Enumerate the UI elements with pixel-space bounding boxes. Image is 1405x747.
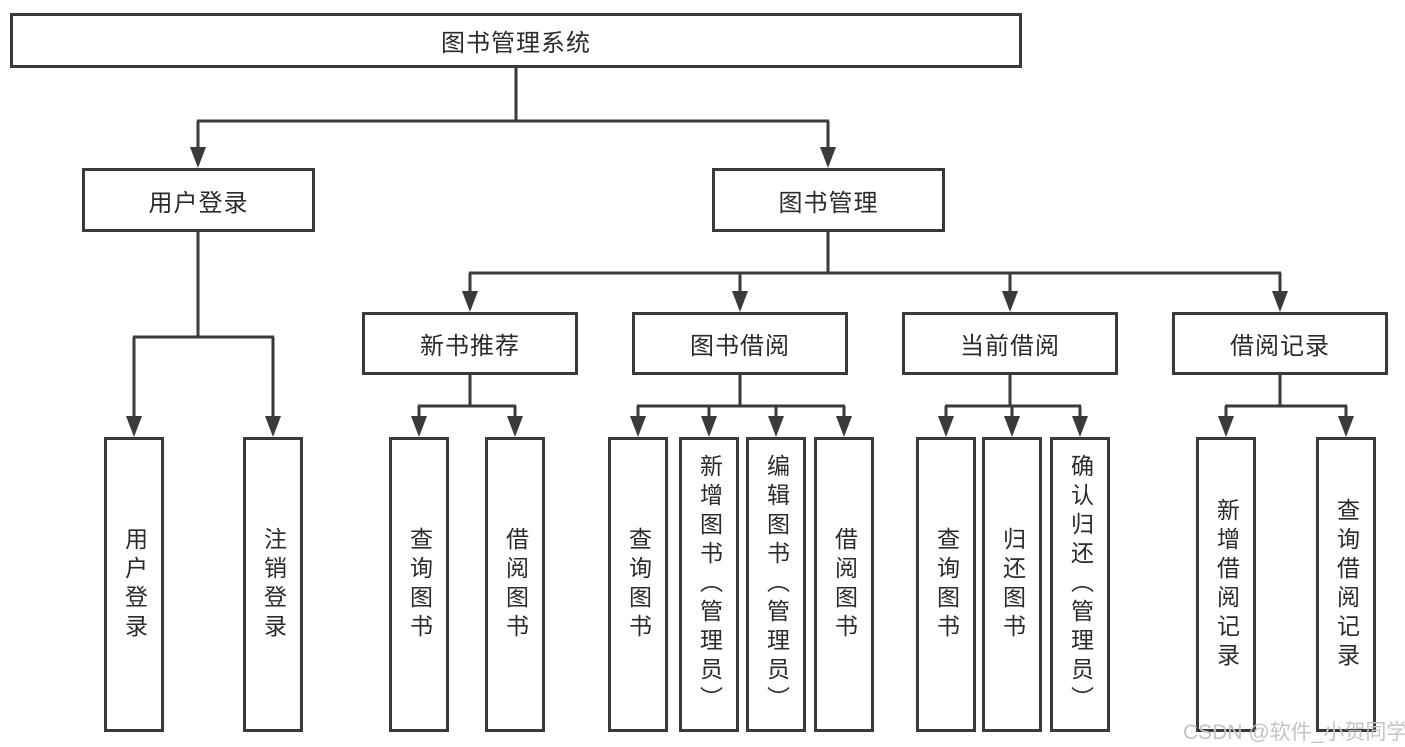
node-label: 注销登录 — [260, 526, 287, 643]
node-borrowing-records: 借阅记录 — [1172, 312, 1388, 375]
node-label: 借阅记录 — [1230, 333, 1330, 360]
node-label: 图书管理 — [778, 189, 879, 217]
node-label: 查询借阅记录 — [1333, 497, 1360, 672]
node-leaf-query-books-3: 查询图书 — [916, 437, 976, 732]
node-label: 图书借阅 — [690, 333, 790, 360]
node-label: 确认归还（管理员） — [1067, 454, 1094, 715]
node-leaf-return-book: 归还图书 — [982, 437, 1042, 732]
node-leaf-add-book-admin: 新增图书（管理员） — [679, 437, 739, 732]
node-leaf-edit-book-admin: 编辑图书（管理员） — [746, 437, 806, 732]
node-leaf-logout: 注销登录 — [243, 437, 303, 732]
node-leaf-user-login: 用户登录 — [104, 437, 164, 732]
node-leaf-confirm-return-admin: 确认归还（管理员） — [1050, 437, 1110, 732]
node-label: 新增借阅记录 — [1213, 497, 1240, 672]
node-leaf-query-books-2: 查询图书 — [608, 437, 668, 732]
node-label: 借阅图书 — [831, 526, 858, 643]
node-leaf-query-borrow-record: 查询借阅记录 — [1316, 437, 1376, 732]
node-label: 查询图书 — [406, 526, 433, 643]
node-label: 用户登录 — [148, 189, 249, 217]
node-user-login: 用户登录 — [82, 168, 315, 232]
node-new-book-recommend: 新书推荐 — [362, 312, 578, 375]
node-label: 归还图书 — [999, 526, 1026, 643]
node-label: 当前借阅 — [960, 333, 1060, 360]
csdn-watermark: CSDN @软件_小贺同学 — [1183, 721, 1405, 744]
node-label: 新增图书（管理员） — [696, 454, 723, 715]
node-label: 编辑图书（管理员） — [763, 454, 790, 715]
node-book-borrowing: 图书借阅 — [632, 312, 848, 375]
node-label: 图书管理系统 — [441, 30, 591, 57]
node-label: 借阅图书 — [502, 526, 529, 643]
node-leaf-borrow-books-2: 借阅图书 — [814, 437, 874, 732]
node-label: 新书推荐 — [420, 333, 520, 360]
node-current-borrowing: 当前借阅 — [902, 312, 1118, 375]
node-label: 用户登录 — [121, 526, 148, 643]
node-leaf-borrow-books-1: 借阅图书 — [485, 437, 545, 732]
node-leaf-add-borrow-record: 新增借阅记录 — [1196, 437, 1256, 732]
node-library-management-system: 图书管理系统 — [10, 13, 1022, 68]
node-label: 查询图书 — [933, 526, 960, 643]
node-leaf-query-books-1: 查询图书 — [389, 437, 449, 732]
node-book-management: 图书管理 — [712, 168, 945, 232]
node-label: 查询图书 — [625, 526, 652, 643]
